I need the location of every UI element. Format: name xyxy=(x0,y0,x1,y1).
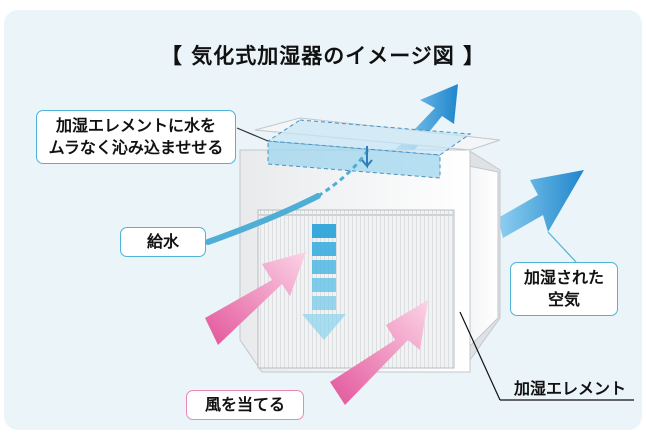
water-soak-line2: ムラなく沁み込ませせる xyxy=(48,138,224,157)
humidified-air-line2: 空気 xyxy=(547,290,580,309)
water-supply-label: 給水 xyxy=(120,227,206,257)
outflow-arrow-right xyxy=(498,170,584,238)
humidified-air-line1: 加湿された xyxy=(523,268,604,287)
water-tube xyxy=(205,193,321,245)
water-drop-arrow xyxy=(361,146,373,169)
water-flow-arrow xyxy=(302,224,346,340)
element-label: 加湿エレメント xyxy=(513,379,626,398)
wind-callout: 風を当てる xyxy=(186,390,304,420)
leader-element xyxy=(459,311,501,401)
leader-humidified-air xyxy=(547,231,577,263)
water-soak-line1: 加湿エレメントに水を xyxy=(55,116,216,135)
inflow-arrow-lower xyxy=(330,300,428,405)
inflow-arrow-upper xyxy=(205,252,306,345)
diagram-title: 【 気化式加湿器のイメージ図 】 xyxy=(160,44,486,68)
humidified-air-callout: 加湿された 空気 xyxy=(510,262,618,316)
leader-top-callout xyxy=(236,127,269,142)
water-soak-callout: 加湿エレメントに水を ムラなく沁み込ませせる xyxy=(36,110,236,164)
